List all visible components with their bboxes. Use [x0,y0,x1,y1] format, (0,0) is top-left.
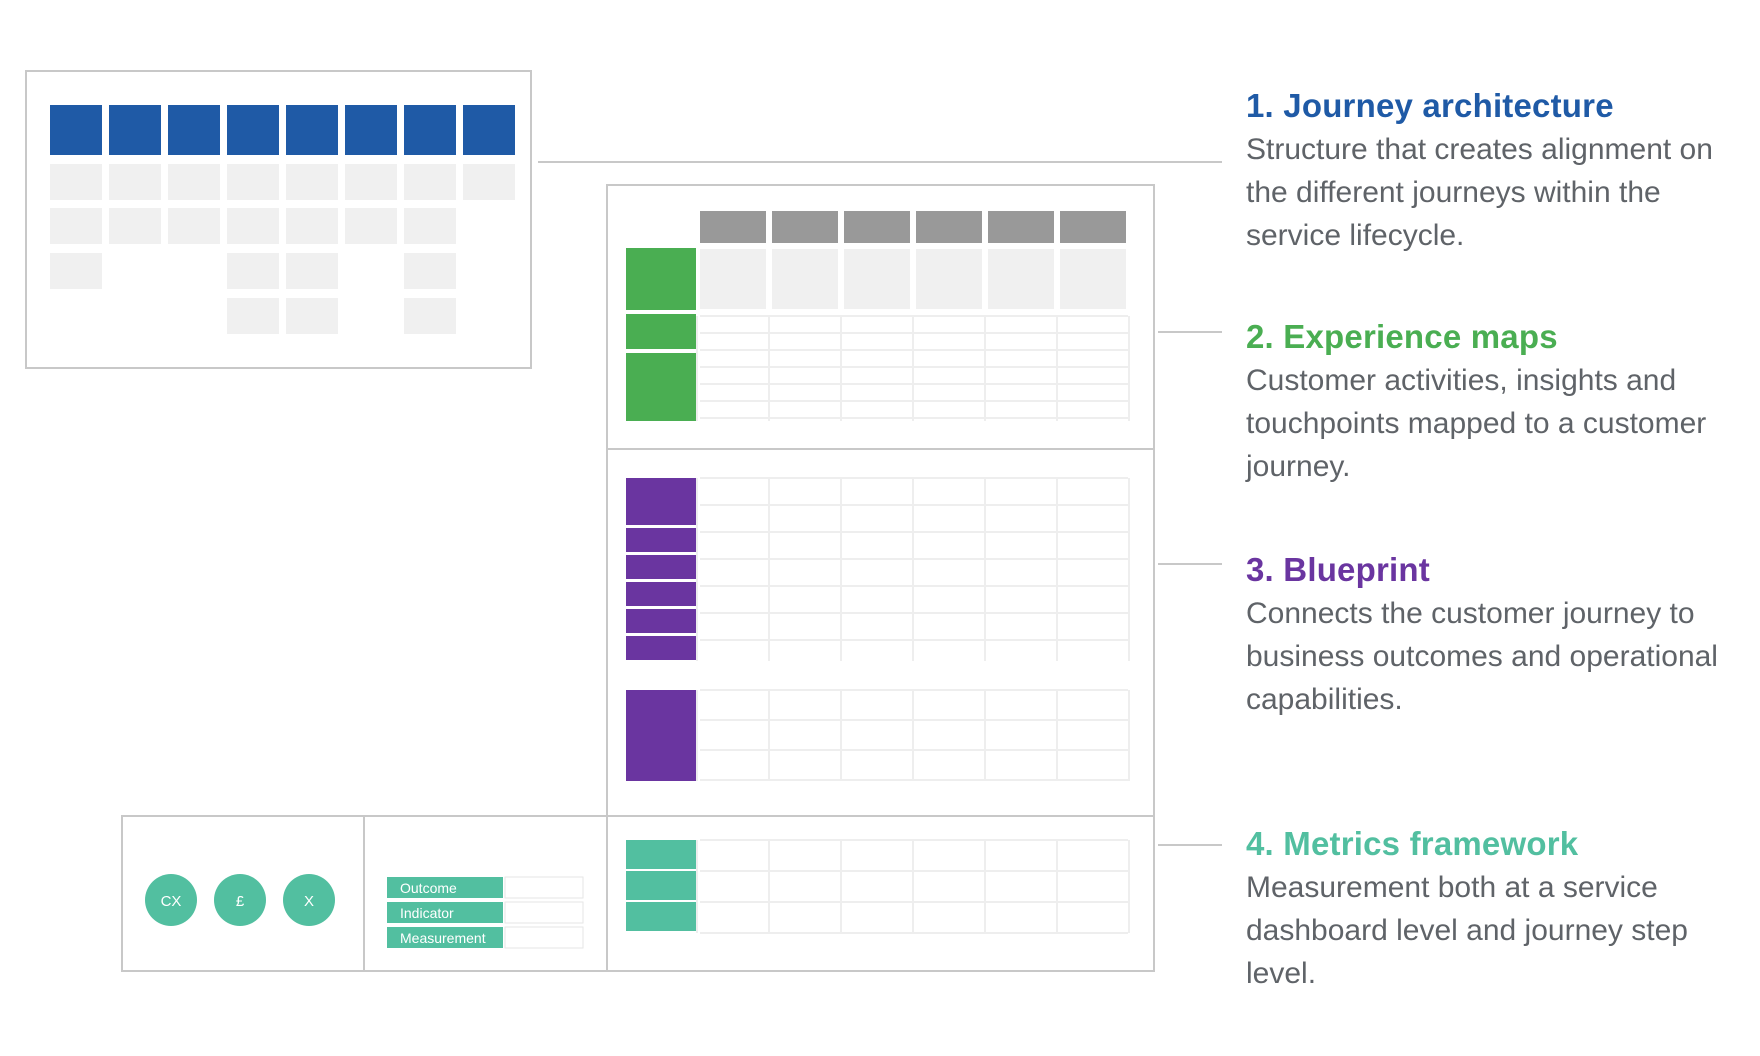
experience-cell [916,249,982,309]
experience-cell [700,249,766,309]
section-description: Customer activities, insights and touchp… [1246,364,1707,483]
journey-cell [286,208,338,244]
journey-cell [404,298,456,334]
experience-cell [772,249,838,309]
journey-cell [50,253,102,289]
metric-row-value-cell [504,876,584,899]
section-description: Measurement both at a service dashboard … [1246,871,1688,990]
journey-header-cell [109,105,161,155]
section-title: 1. Journey architecture [1246,87,1614,124]
journey-header-cell [286,105,338,155]
metric-row-label: Measurement [400,930,486,946]
journey-cell [286,164,338,200]
experience-cell [1060,249,1126,309]
section-title: 2. Experience maps [1246,318,1558,355]
metric-circle-label: £ [236,893,245,910]
journey-cell [227,164,279,200]
section-title: 4. Metrics framework [1246,825,1579,862]
blueprint-lane-block [626,478,696,525]
experience-header-cell [772,211,838,243]
experience-header-cell [988,211,1054,243]
blueprint-lane-block [626,690,696,781]
section-description: Structure that creates alignment on the … [1246,133,1713,252]
metrics-lane-block [626,871,696,900]
experience-cell [844,249,910,309]
journey-cell [286,253,338,289]
journey-cell [404,164,456,200]
journey-cell [168,164,220,200]
journey-cell [404,253,456,289]
experience-header-cell [700,211,766,243]
metrics-lane-block [626,902,696,931]
metrics-lane-block [626,840,696,869]
metric-row-label-cell [387,927,503,948]
blueprint-lane-block [626,555,696,579]
metric-circle-label: X [304,893,314,910]
metrics-circles: CX £ X [145,874,335,926]
metric-row-value-cell [504,901,584,924]
blueprint-lane-block [626,609,696,633]
journey-header-cell [404,105,456,155]
journey-cell [50,164,102,200]
experience-lane-block [626,353,696,421]
journey-cell [404,208,456,244]
journey-architecture-grid [50,105,515,334]
metrics-journey-grid [626,839,1130,934]
metrics-framework-frame [121,815,1155,972]
journey-cell [345,208,397,244]
experience-lane-block [626,248,696,310]
metric-circle [283,874,335,926]
experience-header-cell [1060,211,1126,243]
section-title: 3. Blueprint [1246,551,1430,588]
metric-row-label: Outcome [400,880,457,896]
journey-cell [109,164,161,200]
metric-circle [214,874,266,926]
journey-cell [345,164,397,200]
experience-header-cell [916,211,982,243]
journey-header-cell [168,105,220,155]
metric-row-value-cell [504,926,584,949]
metric-row-label-cell [387,877,503,898]
experience-header-cell [844,211,910,243]
journey-cell [109,208,161,244]
blueprint-lane-block [626,636,696,660]
journey-header-cell [463,105,515,155]
journey-cell [227,298,279,334]
section-journey-architecture: 1. Journey architecture Structure that c… [1246,86,1726,257]
metric-circle-label: CX [161,893,182,910]
journey-header-cell [50,105,102,155]
metric-row-label-cell [387,902,503,923]
connector-lines [538,161,1222,846]
section-experience-maps: 2. Experience maps Customer activities, … [1246,317,1726,488]
experience-map-grid [626,211,1130,421]
blueprint-grid [626,477,1130,781]
section-description: Connects the customer journey to busines… [1246,597,1718,716]
journey-cell [227,253,279,289]
blueprint-lane-block [626,528,696,552]
experience-cell [988,249,1054,309]
journey-cell [168,208,220,244]
journey-header-cell [227,105,279,155]
journey-cell [463,164,515,200]
section-blueprint: 3. Blueprint Connects the customer journ… [1246,550,1726,721]
section-metrics-framework: 4. Metrics framework Measurement both at… [1246,824,1726,995]
journey-cell [227,208,279,244]
blueprint-lane-block [626,582,696,606]
journey-header-cell [345,105,397,155]
metric-circle [145,874,197,926]
journey-cell [50,208,102,244]
metric-row-label: Indicator [400,905,454,921]
journey-cell [286,298,338,334]
experience-lane-block [626,314,696,349]
